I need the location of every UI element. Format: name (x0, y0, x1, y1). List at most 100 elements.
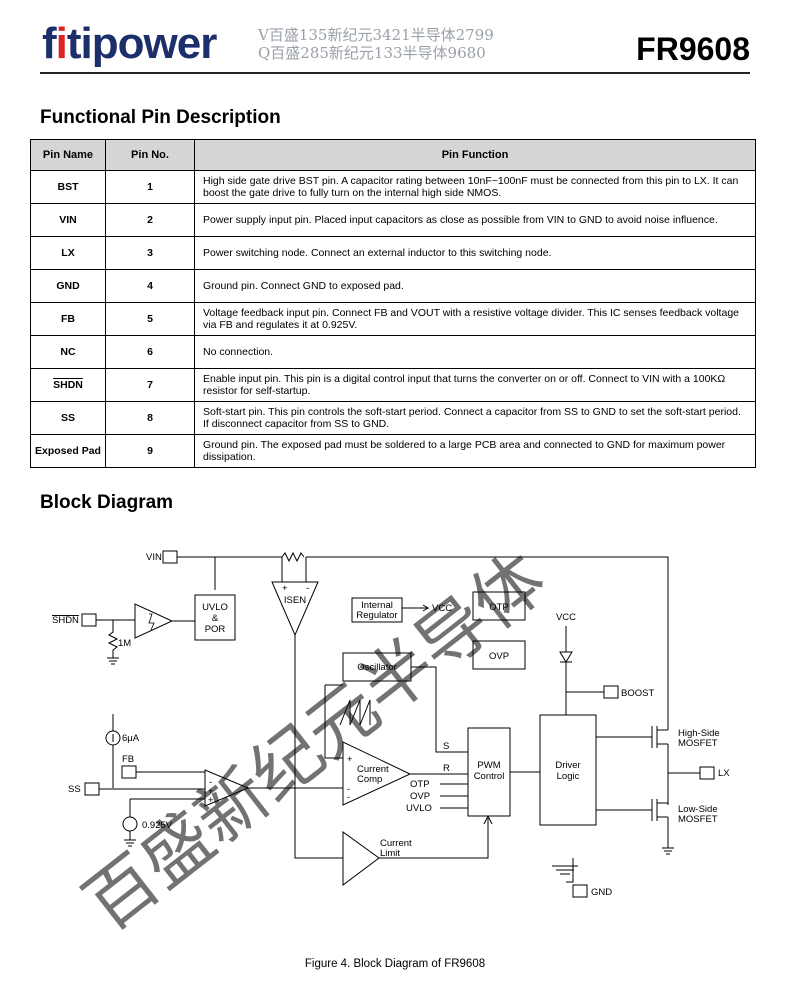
gnd-label: GND (591, 887, 612, 898)
ea-plus-1: + (208, 786, 214, 797)
col-pin-function: Pin Function (194, 139, 756, 171)
pin-no: 7 (105, 368, 195, 402)
boost-pin (603, 685, 619, 699)
pin-no: 5 (105, 302, 195, 336)
otp-box-label: OTP (489, 602, 509, 613)
ramp-waveform (339, 699, 371, 726)
low-side-mosfet (596, 799, 674, 855)
vin-pin (162, 550, 178, 564)
error-amplifier (204, 769, 250, 807)
pin-function: Ground pin. The exposed pad must be sold… (194, 434, 756, 468)
current-comparator (342, 741, 412, 806)
pin-name: GND (30, 269, 106, 303)
ss-pin (84, 782, 100, 796)
block-diagram-title: Block Diagram (40, 492, 174, 513)
cc-minus-2: - (347, 792, 350, 803)
current-comp-label-2: Comp (357, 774, 382, 785)
ea-plus-2: + (208, 795, 214, 806)
figure-caption: Figure 4. Block Diagram of FR9608 (304, 958, 486, 970)
vref-label: 0.925V (142, 820, 173, 831)
part-number: FR9608 (636, 31, 750, 67)
shdn-pin (81, 613, 97, 627)
pin-description-title: Functional Pin Description (40, 107, 281, 128)
pin-name: SS (30, 401, 106, 435)
pin-name: Exposed Pad (30, 434, 106, 468)
col-pin-name: Pin Name (30, 139, 106, 171)
lx-label: LX (718, 768, 730, 779)
fitipower-logo: fitipower (42, 19, 217, 68)
fb-pin (121, 765, 137, 779)
schmitt-buffer (134, 603, 174, 639)
bootstrap-diode (559, 626, 573, 715)
pin-name: FB (30, 302, 106, 336)
pin-function: Power supply input pin. Placed input cap… (194, 203, 756, 237)
boost-label: BOOST (621, 688, 654, 699)
pin-function: Soft-start pin. This pin controls the so… (194, 401, 756, 435)
isen-amplifier (271, 581, 319, 637)
current-limit-comparator (342, 831, 380, 886)
otp-block (472, 591, 526, 621)
isen-minus: - (306, 583, 309, 594)
pin-no: 6 (105, 335, 195, 369)
ovp-block (472, 640, 526, 670)
pin-no: 4 (105, 269, 195, 303)
ss-label: SS (68, 784, 81, 795)
internal-regulator-block (351, 597, 403, 623)
shdn-label: SHDN (52, 615, 79, 626)
high-side-mosfet (596, 600, 669, 805)
gnd-pin (572, 884, 588, 898)
ea-minus: - (209, 777, 212, 788)
pin-name: BST (30, 170, 106, 204)
driver-label: Driver (555, 760, 580, 771)
current-limit-label-2: Limit (380, 848, 400, 859)
resistor-1m-label: 1M (118, 638, 131, 649)
pin-no: 8 (105, 401, 195, 435)
uvlo-por-block (194, 594, 236, 641)
pin-function: Enable input pin. This pin is a digital … (194, 368, 756, 402)
col-pin-no: Pin No. (105, 139, 195, 171)
vin-label: VIN (146, 552, 162, 563)
cc-plus: + (347, 754, 353, 765)
vcc-out-label: VCC (432, 603, 452, 614)
pin-function: Power switching node. Connect an externa… (194, 236, 756, 270)
cc-minus-1: - (347, 784, 350, 795)
contact-line-2: Q百盛285新纪元133半导体9680 (258, 44, 486, 62)
oscillator-label: Oscillator (357, 662, 397, 673)
pin-no: 3 (105, 236, 195, 270)
sense-resistor (281, 551, 305, 563)
isen-label: ISEN (284, 595, 306, 606)
isen-plus: + (282, 583, 288, 594)
pin-function: No connection. (194, 335, 756, 369)
pin-name: VIN (30, 203, 106, 237)
driver-logic-block (539, 714, 597, 826)
current-limit-label-1: Current (380, 838, 412, 849)
uvlo-amp-label: & (212, 613, 219, 624)
contact-stamp: V百盛135新纪元3421半导体2799 Q百盛285新纪元133半导体9680 (258, 26, 494, 62)
uvlo-label: UVLO (202, 602, 228, 613)
otp-input-label: OTP (410, 779, 430, 790)
pin-no: 9 (105, 434, 195, 468)
high-side-label: High-Side (678, 728, 720, 739)
fb-label: FB (122, 754, 134, 765)
pin-function: Ground pin. Connect GND to exposed pad. (194, 269, 756, 303)
pin-no: 1 (105, 170, 195, 204)
pin-name: LX (30, 236, 106, 270)
pin-table-header: Pin Name Pin No. Pin Function (30, 139, 756, 171)
r-label: R (443, 763, 450, 774)
s-label: S (443, 741, 449, 752)
control-label: Control (474, 771, 505, 782)
vref-source (122, 816, 138, 832)
low-side-label: Low-Side (678, 804, 718, 815)
current-comp-label-1: Current (357, 764, 389, 775)
pin-function: High side gate drive BST pin. A capacito… (194, 170, 756, 204)
